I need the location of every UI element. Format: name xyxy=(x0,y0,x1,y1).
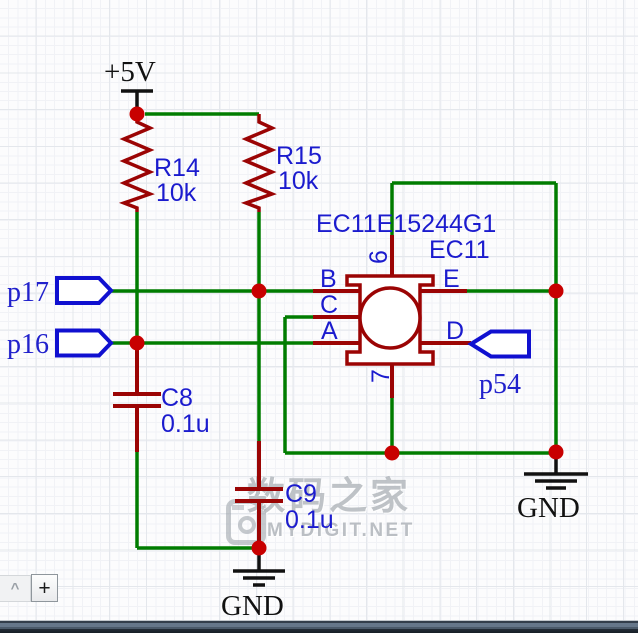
watermark-logo-notch xyxy=(232,505,244,510)
scrollbar-collapse-button[interactable]: ^ xyxy=(0,575,31,602)
encoder-designator[interactable]: EC11 xyxy=(429,236,490,264)
c9-designator[interactable]: C9 xyxy=(285,480,317,508)
junction-dots[interactable] xyxy=(129,106,564,556)
pin-name-E[interactable]: E xyxy=(443,265,460,293)
r15-value[interactable]: 10k xyxy=(278,167,319,195)
capacitor-c9-symbol[interactable] xyxy=(235,441,283,548)
c8-value[interactable]: 0.1u xyxy=(161,410,210,438)
encoder-comment[interactable]: EC11E15244G1 xyxy=(316,210,497,238)
pin-name-A[interactable]: A xyxy=(321,317,338,345)
junction-gnd-left[interactable] xyxy=(251,540,267,556)
schematic-canvas[interactable] xyxy=(0,0,638,620)
watermark-layer: 数码之家 MYDIGIT.NET xyxy=(226,476,415,545)
pin-name-C[interactable]: C xyxy=(320,291,339,319)
taskbar-strip xyxy=(0,620,638,633)
pin-name-B[interactable]: B xyxy=(320,265,337,293)
ports[interactable] xyxy=(55,276,531,359)
junction-pinE-riser[interactable] xyxy=(548,283,564,299)
junction-pin7-bus[interactable] xyxy=(384,445,400,461)
scrollbar-add-button[interactable]: + xyxy=(31,574,58,602)
pin-number-6[interactable]: 6 xyxy=(364,250,393,264)
schematic-graphics xyxy=(55,89,588,587)
watermark-text-cn: 数码之家 xyxy=(247,476,412,518)
r14-designator[interactable]: R14 xyxy=(154,154,200,182)
port-p54-shape[interactable] xyxy=(467,329,531,359)
junction-p17-r15[interactable] xyxy=(251,283,267,299)
junction-5v[interactable] xyxy=(129,106,145,122)
r15-designator[interactable]: R15 xyxy=(276,142,322,170)
r14-value[interactable]: 10k xyxy=(156,179,197,207)
c8-designator[interactable]: C8 xyxy=(161,384,193,412)
resistor-r14-symbol[interactable] xyxy=(118,114,155,212)
port-p17-label[interactable]: p17 xyxy=(7,277,49,308)
pin-name-D[interactable]: D xyxy=(446,317,465,345)
gnd-right-label[interactable]: GND xyxy=(517,492,580,524)
port-p17-shape[interactable] xyxy=(55,276,114,305)
watermark-text-en: MYDIGIT.NET xyxy=(267,520,415,541)
encoder-ec11-symbol[interactable] xyxy=(313,235,471,398)
junction-p16-r14[interactable] xyxy=(129,335,145,351)
resistor-r15-symbol[interactable] xyxy=(240,114,277,212)
c9-value[interactable]: 0.1u xyxy=(285,506,334,534)
pin-number-7[interactable]: 7 xyxy=(366,369,395,383)
schematic-labels: +5V R14 10k R15 10k EC11E15244G1 EC11 B … xyxy=(7,56,580,622)
port-p54-label[interactable]: p54 xyxy=(479,369,521,400)
encoder-pins[interactable] xyxy=(313,235,471,398)
power-5v-label[interactable]: +5V xyxy=(104,56,156,88)
junction-gnd-right[interactable] xyxy=(548,444,564,460)
gnd-left-label[interactable]: GND xyxy=(221,590,284,622)
port-p16-label[interactable]: p16 xyxy=(7,329,49,360)
port-p16-shape[interactable] xyxy=(55,328,114,358)
capacitor-c8-symbol[interactable] xyxy=(113,343,161,452)
watermark-logo-lens xyxy=(238,516,256,534)
wire-nets[interactable] xyxy=(111,112,558,550)
chevron-up-icon: ^ xyxy=(10,580,20,597)
plus-icon: + xyxy=(38,576,51,600)
